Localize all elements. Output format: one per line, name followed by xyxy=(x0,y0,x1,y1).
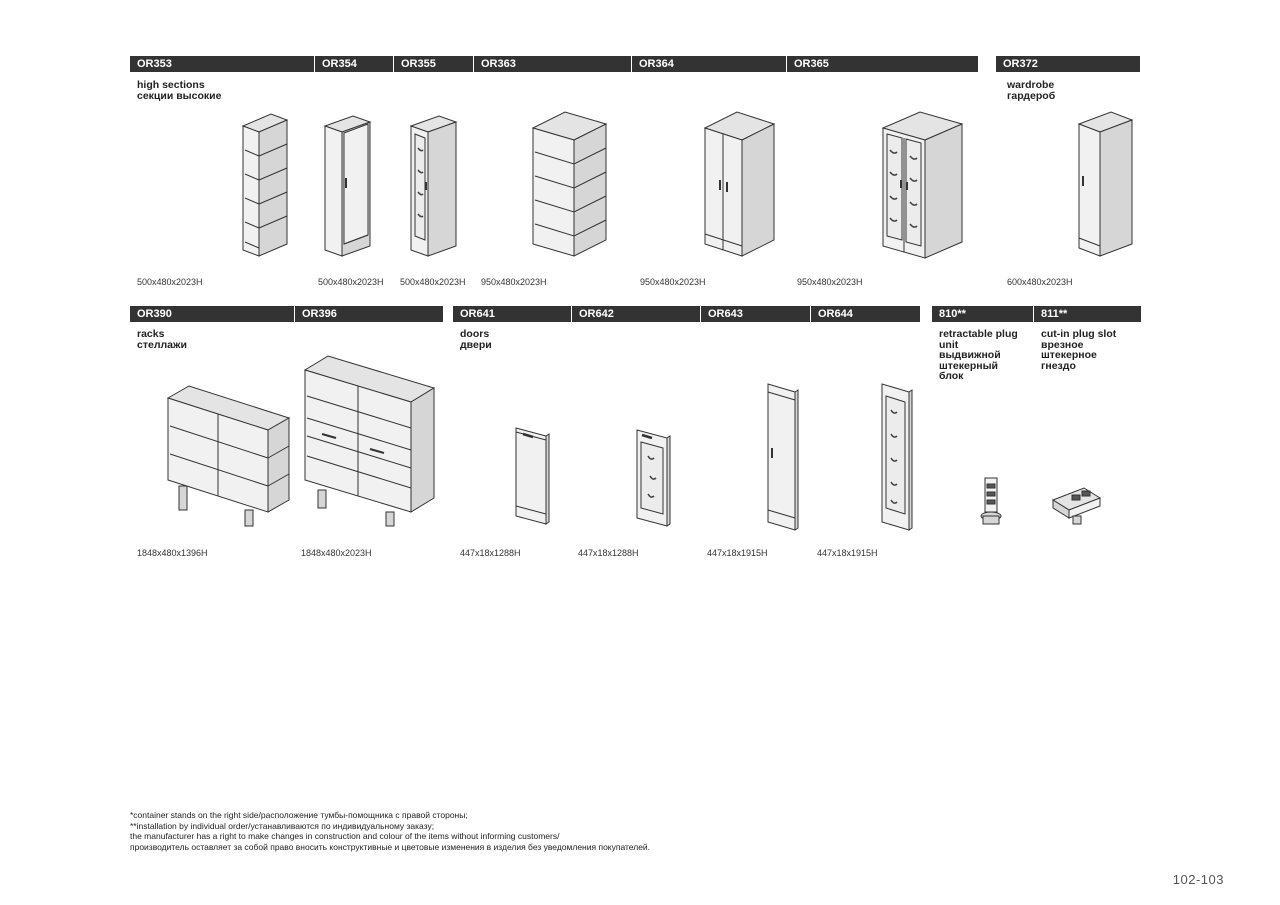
header-or396: OR396 xyxy=(294,306,443,322)
heading-racks: racks стеллажи xyxy=(137,328,187,351)
dim-or390: 1848x480x1396H xyxy=(137,548,208,558)
header-or390: OR390 xyxy=(137,308,172,320)
footnote-installation: **installation by individual order/устан… xyxy=(130,820,435,831)
or390-rack-drawing xyxy=(166,385,291,527)
header-811: 811** xyxy=(1033,306,1141,322)
dim-or642: 447x18x1288H xyxy=(578,548,639,558)
or642-glass-door-drawing xyxy=(636,429,671,527)
or363-wide-shelf-drawing xyxy=(531,111,608,257)
header-bar-racks: OR390 OR396 xyxy=(130,306,443,322)
heading-doors: doors двери xyxy=(460,328,492,351)
retractable-plug-unit-drawing xyxy=(980,477,1002,525)
or372-wardrobe-drawing xyxy=(1077,111,1134,257)
or643-tall-door-drawing xyxy=(767,383,799,531)
header-or363: OR363 xyxy=(473,56,631,72)
or364-double-door-drawing xyxy=(703,111,776,257)
dim-or353: 500x480x2023H xyxy=(137,277,203,287)
dim-or644: 447x18x1915H xyxy=(817,548,878,558)
header-or641: OR641 xyxy=(460,308,495,320)
footnote-manufacturer-en: the manufacturer has a right to make cha… xyxy=(130,831,560,841)
dim-or396: 1848x480x2023H xyxy=(301,548,372,558)
dim-or354: 500x480x2023H xyxy=(318,277,384,287)
header-or353: OR353 xyxy=(137,58,172,70)
header-bar-high-sections: OR353 OR354 OR355 OR363 OR364 OR365 xyxy=(130,56,978,72)
header-or642: OR642 xyxy=(571,306,700,322)
or365-double-glass-door-drawing xyxy=(881,111,964,259)
or644-tall-glass-door-drawing xyxy=(881,383,913,531)
heading-wardrobe: wardrobe гардероб xyxy=(1007,79,1056,102)
or354-single-door-drawing xyxy=(323,115,372,257)
heading-retractable-plug: retractable plug unit выдвижной штекерны… xyxy=(939,328,1018,382)
or355-glass-door-drawing xyxy=(409,115,458,257)
dim-or641: 447x18x1288H xyxy=(460,548,521,558)
heading-high-sections: high sections секции высокие xyxy=(137,79,222,102)
header-bar-doors: OR641 OR642 OR643 OR644 xyxy=(453,306,920,322)
dim-or643: 447x18x1915H xyxy=(707,548,768,558)
or641-door-drawing xyxy=(515,427,550,525)
page-number: 102-103 xyxy=(1172,872,1224,887)
header-or643: OR643 xyxy=(700,306,810,322)
dim-or355: 500x480x2023H xyxy=(400,277,466,287)
dim-or365: 950x480x2023H xyxy=(797,277,863,287)
or353-open-shelf-drawing xyxy=(241,113,289,257)
dim-or372: 600x480x2023H xyxy=(1007,277,1073,287)
cut-in-plug-slot-drawing xyxy=(1051,487,1102,525)
header-or355: OR355 xyxy=(393,56,473,72)
header-or644: OR644 xyxy=(810,306,920,322)
heading-cut-in-plug: cut-in plug slot врезное штекерное гнезд… xyxy=(1041,328,1117,372)
header-or365: OR365 xyxy=(786,56,978,72)
footnote-container: *container stands on the right side/расп… xyxy=(130,810,468,820)
dim-or364: 950x480x2023H xyxy=(640,277,706,287)
header-or354: OR354 xyxy=(314,56,393,72)
header-bar-wardrobe: OR372 xyxy=(996,56,1140,72)
header-or372: OR372 xyxy=(1003,58,1038,70)
footnotes: *container stands on the right side/расп… xyxy=(130,810,650,852)
footnote-manufacturer-ru: производитель оставляет за собой право в… xyxy=(130,841,651,852)
or396-tall-rack-drawing xyxy=(303,355,436,527)
header-810: 810** xyxy=(939,308,966,320)
header-bar-plugs: 810** 811** xyxy=(932,306,1141,322)
dim-or363: 950x480x2023H xyxy=(481,277,547,287)
header-or364: OR364 xyxy=(631,56,786,72)
